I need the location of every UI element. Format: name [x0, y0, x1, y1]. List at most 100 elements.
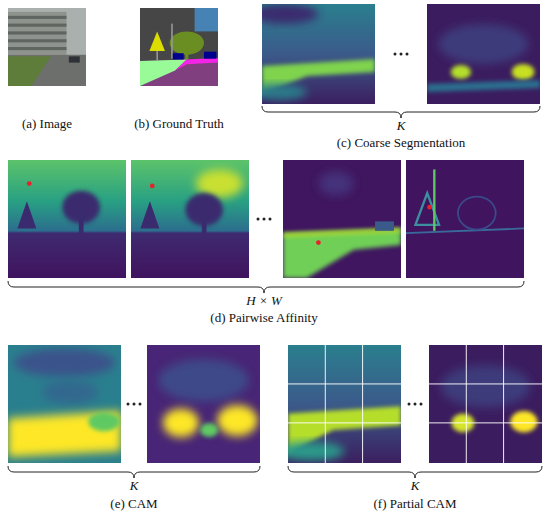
- segmentation-map: [140, 8, 218, 86]
- photo: [8, 56, 51, 86]
- heatmap: [288, 345, 401, 463]
- ellipsis: [394, 53, 409, 56]
- heatmap: [140, 201, 159, 228]
- heatmap: [8, 345, 121, 463]
- heatmap: [8, 411, 121, 457]
- photo: [8, 47, 67, 50]
- heatmap: [406, 228, 524, 233]
- heatmap: [429, 345, 542, 463]
- heatmap: [27, 181, 32, 186]
- heatmap: [429, 345, 542, 463]
- brace-label: K: [130, 479, 139, 494]
- heatmap: [147, 345, 260, 463]
- heatmap: [14, 349, 116, 377]
- ellipsis: [400, 53, 403, 56]
- photo: [8, 31, 67, 34]
- caption: (a) Image: [22, 117, 72, 132]
- caption: (f) Partial CAM: [373, 497, 456, 512]
- heatmap: [17, 201, 36, 228]
- heatmap: [440, 365, 530, 407]
- heatmap: [251, 4, 375, 104]
- heatmap: [288, 345, 401, 463]
- photo: [8, 16, 67, 50]
- photo: [8, 12, 67, 55]
- ellipsis: [420, 403, 423, 406]
- heatmap: [429, 345, 542, 463]
- heatmap: [8, 160, 126, 278]
- heatmap: [283, 160, 401, 278]
- ellipsis: [127, 403, 142, 406]
- ellipsis: [394, 53, 397, 56]
- heatmap: [427, 4, 540, 104]
- segmentation-map: [140, 8, 218, 86]
- ellipsis: [133, 403, 136, 406]
- photo: [8, 8, 86, 86]
- segmentation-map: [204, 52, 216, 59]
- heatmap: [406, 160, 524, 278]
- heatmap: [251, 84, 308, 100]
- brace: [262, 106, 540, 118]
- heatmap: [131, 160, 249, 278]
- caption: (d) Pairwise Affinity: [210, 311, 317, 326]
- brace: [8, 281, 524, 293]
- heatmap: [458, 197, 496, 230]
- heatmap: [316, 240, 321, 245]
- heatmap: [8, 160, 126, 278]
- heatmap: [512, 64, 535, 80]
- ellipsis: [414, 403, 417, 406]
- segmentation-map: [195, 8, 218, 31]
- caption: (e) CAM: [110, 497, 157, 512]
- heatmap: [510, 411, 537, 432]
- heatmap: [438, 24, 528, 64]
- heatmap: [451, 65, 471, 79]
- heatmap: [150, 184, 155, 189]
- ellipsis: [406, 53, 409, 56]
- heatmap: [251, 4, 319, 24]
- photo: [8, 16, 67, 19]
- ellipsis: [263, 218, 266, 221]
- heatmap: [8, 345, 121, 463]
- ellipsis: [127, 403, 130, 406]
- segmentation-map: [185, 43, 188, 60]
- heatmap: [433, 169, 435, 230]
- heatmap: [406, 160, 524, 278]
- heatmap: [429, 345, 542, 463]
- heatmap: [427, 4, 540, 104]
- segmentation-map: [175, 58, 218, 70]
- brace-label: K: [411, 479, 420, 494]
- segmentation-map: [140, 59, 187, 86]
- segmentation-map: [171, 24, 173, 59]
- ellipsis: [139, 403, 142, 406]
- heatmap: [200, 423, 218, 437]
- ellipsis: [269, 218, 272, 221]
- segmentation-map: [156, 51, 158, 60]
- segmentation-map: [173, 53, 184, 59]
- photo: [8, 24, 67, 27]
- heatmap: [277, 442, 345, 461]
- caption: (b) Ground Truth: [134, 117, 224, 132]
- heatmap: [427, 80, 540, 92]
- photo: [69, 56, 80, 62]
- heatmap: [217, 405, 258, 436]
- caption: (c) Coarse Segmentation: [337, 136, 466, 151]
- heatmap: [42, 380, 99, 404]
- heatmap: [375, 221, 394, 230]
- photo: [8, 8, 86, 86]
- ellipsis: [408, 403, 423, 406]
- ellipsis: [257, 218, 272, 221]
- brace-label: H × W: [246, 294, 282, 309]
- heatmap: [131, 160, 249, 278]
- ellipsis: [408, 403, 411, 406]
- heatmap: [163, 409, 199, 437]
- brace: [8, 466, 260, 478]
- heatmap: [283, 160, 401, 278]
- photo: [8, 55, 86, 86]
- brace: [288, 466, 542, 478]
- heatmap: [202, 210, 207, 234]
- heatmap: [158, 359, 248, 401]
- segmentation-map: [149, 31, 165, 51]
- heatmap: [427, 205, 432, 210]
- heatmap: [79, 207, 84, 233]
- heatmap: [283, 228, 401, 278]
